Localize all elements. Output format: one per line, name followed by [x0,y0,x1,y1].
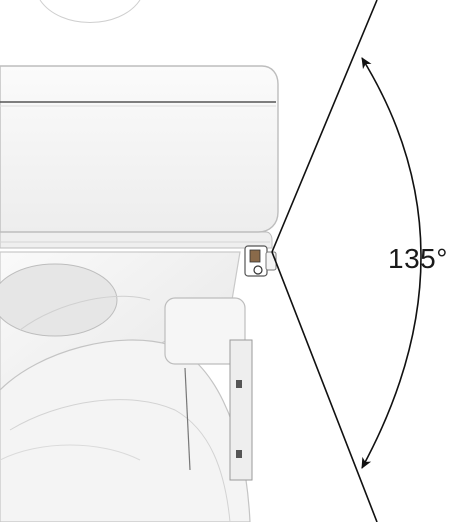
lower-angle-line [271,251,378,522]
top-cropped-outline [39,0,141,23]
angle-arc-path [361,57,422,469]
angle-lines [271,0,378,522]
lid [0,65,279,233]
seat-ring [0,231,273,249]
hinge-bracket [164,297,253,481]
hinge-pivot [244,245,277,277]
angle-arc [361,57,422,469]
upper-angle-line [271,0,378,253]
bowl-curve [0,339,251,522]
angle-label: 135° [388,243,448,274]
